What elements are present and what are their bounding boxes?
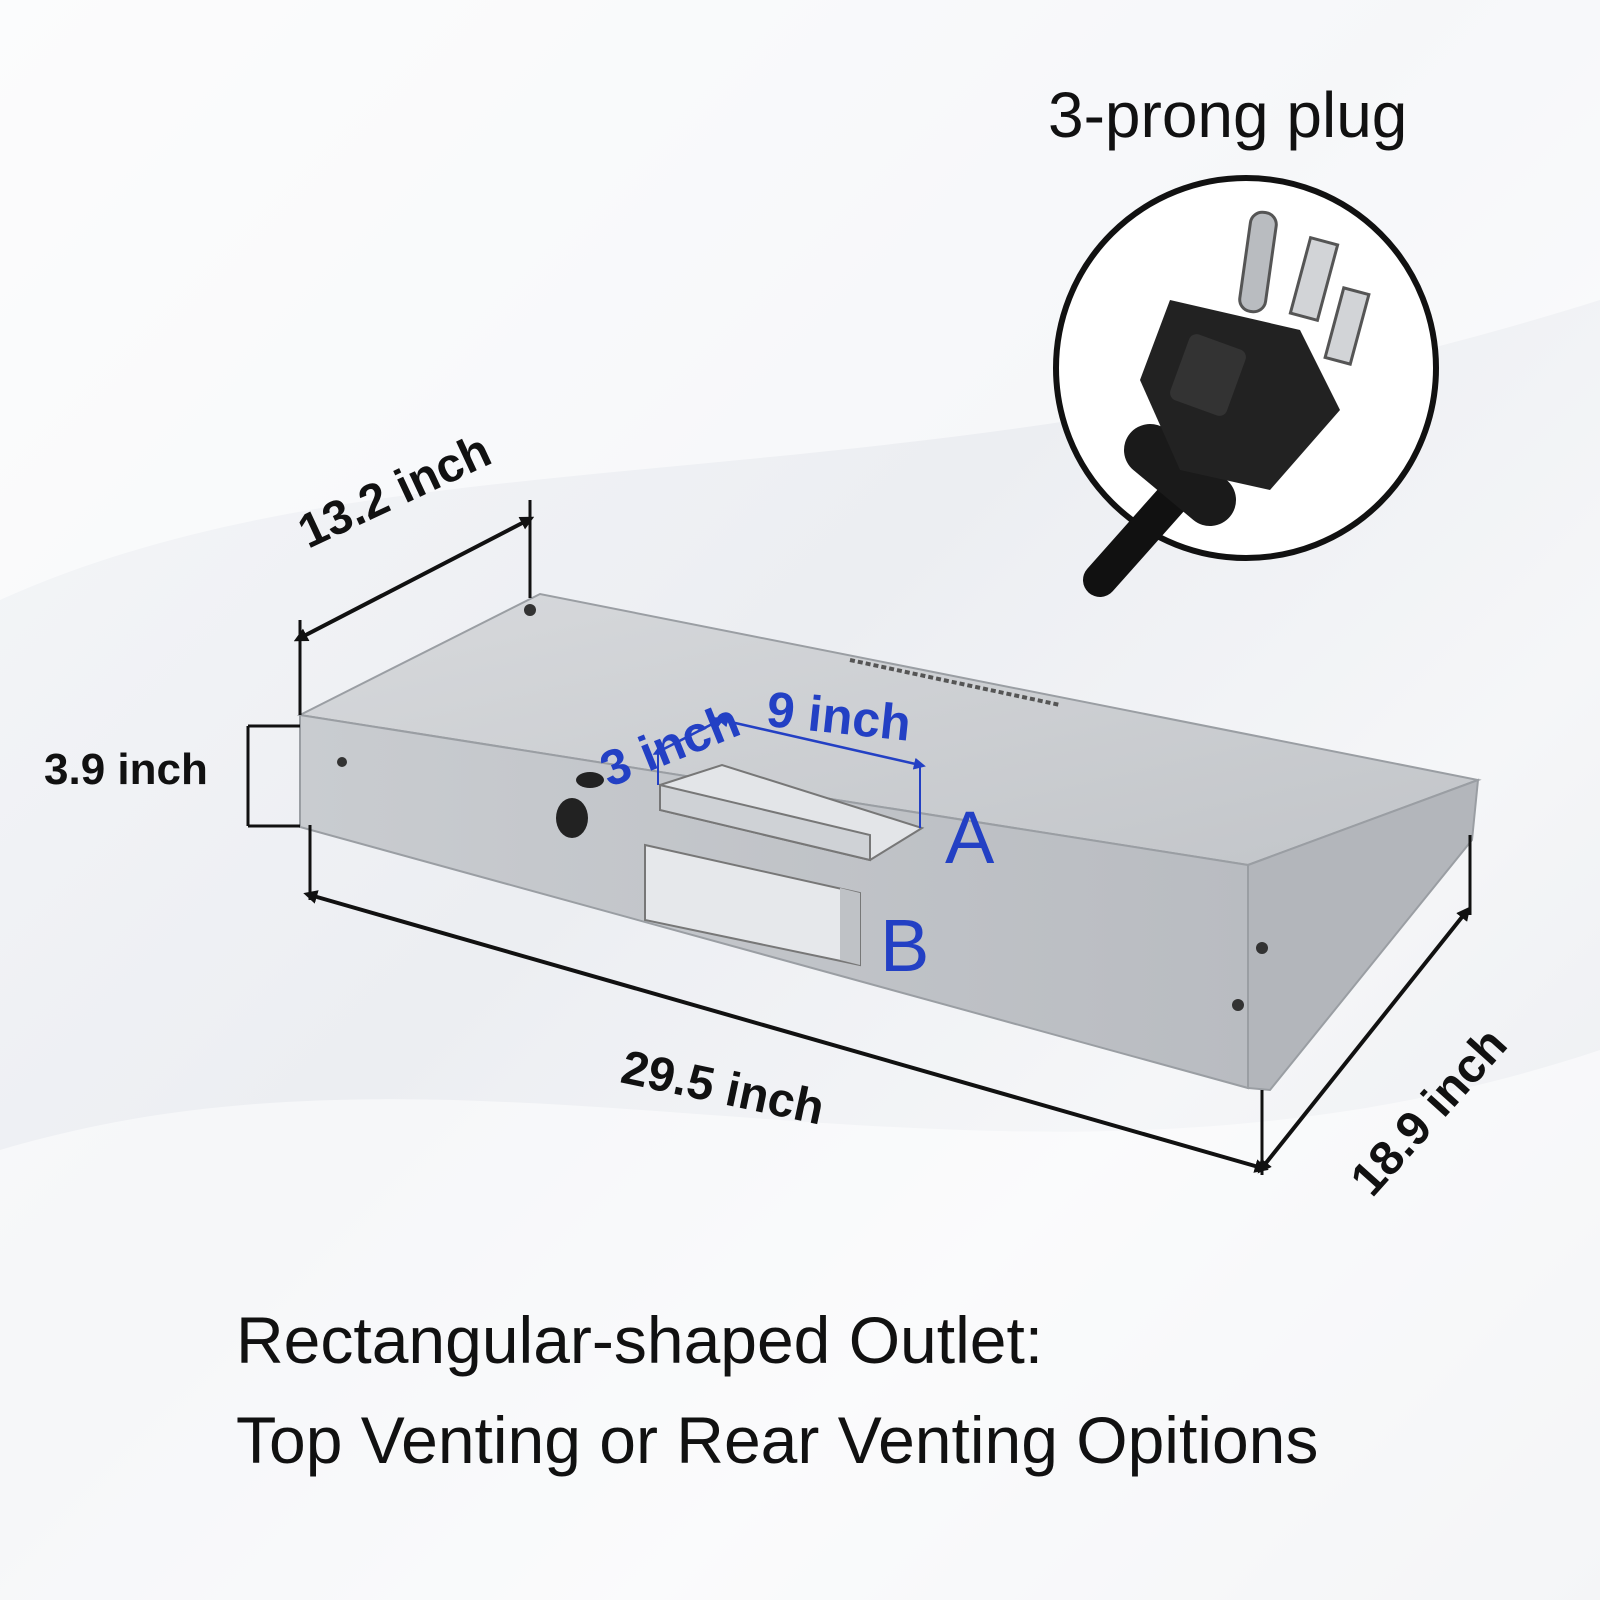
dimension-height: 3.9 inch bbox=[44, 745, 208, 794]
caption-line-1: Rectangular-shaped Outlet: bbox=[236, 1303, 1044, 1377]
plug-icon bbox=[1083, 210, 1371, 597]
caption-line-2: Top Venting or Rear Venting Opitions bbox=[236, 1403, 1319, 1477]
plug-title: 3-prong plug bbox=[1048, 79, 1408, 151]
port-label-a: A bbox=[945, 796, 995, 879]
port-label-b: B bbox=[880, 904, 930, 987]
